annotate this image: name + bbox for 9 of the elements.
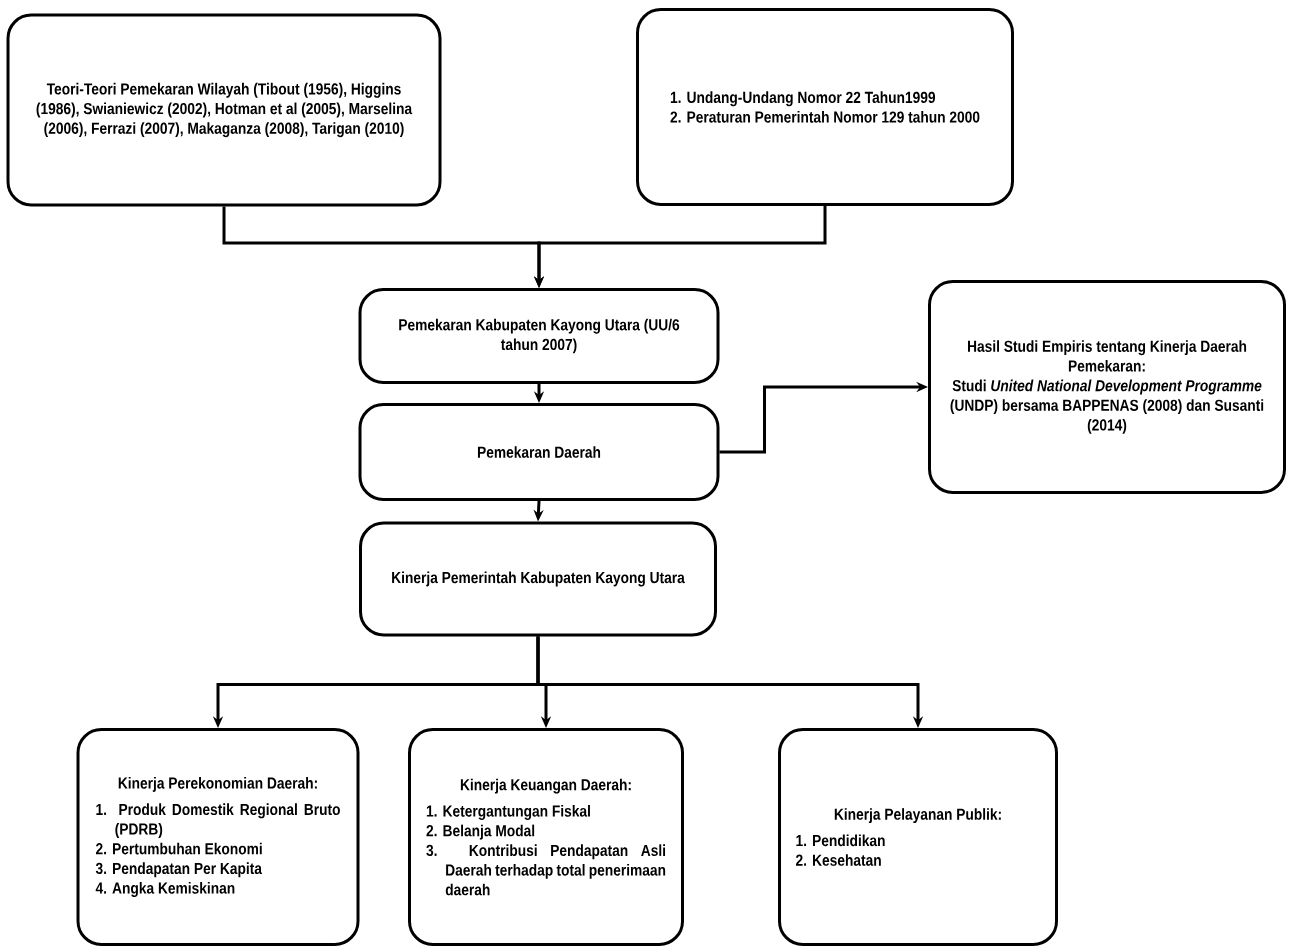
source-box: 1. Undang-Undang Nomor 22 Tahun1999 2. Peraturan Pemerintah Nomor 129 tahun 2000 [636,8,1014,206]
source-box: Teori-Teori Pemekaran Wilayah (Tibout (1956), Higgins (1986), Swianiewicz (2002), Hotman et al (2005), Marselina (2006), Ferrazi (2007), Makaganza (2008), Tarigan (2010) [6,13,442,207]
study-box: Hasil Studi Empiris tentang Kinerja Daerah Pemekaran: Studi United National Development Programme (UNDP) bersama BAPPENAS (2008) dan Susanti (2014) [928,280,1286,494]
process-box: Pemekaran Daerah [358,403,720,501]
indicator-box: Kinerja Perekonomian Daerah: 1. Produk Domestik Regional Bruto (PDRB) 2. Pertumbuhan Ekonomi 3. Pendapatan Per Kapita 4. Angka Kemiskinan [76,728,360,946]
indicator-box: Kinerja Pelayanan Publik: 1. Pendidikan 2. Kesehatan [778,728,1058,946]
process-box: Kinerja Pemerintah Kabupaten Kayong Utara [359,521,717,637]
process-box: Pemekaran Kabupaten Kayong Utara (UU/6 tahun 2007) [358,288,720,384]
indicator-box: Kinerja Keuangan Daerah: 1. Ketergantungan Fiskal 2. Belanja Modal 3. Kontribusi Pendapatan Asli Daerah terhadap total penerimaan daerah [408,728,684,946]
